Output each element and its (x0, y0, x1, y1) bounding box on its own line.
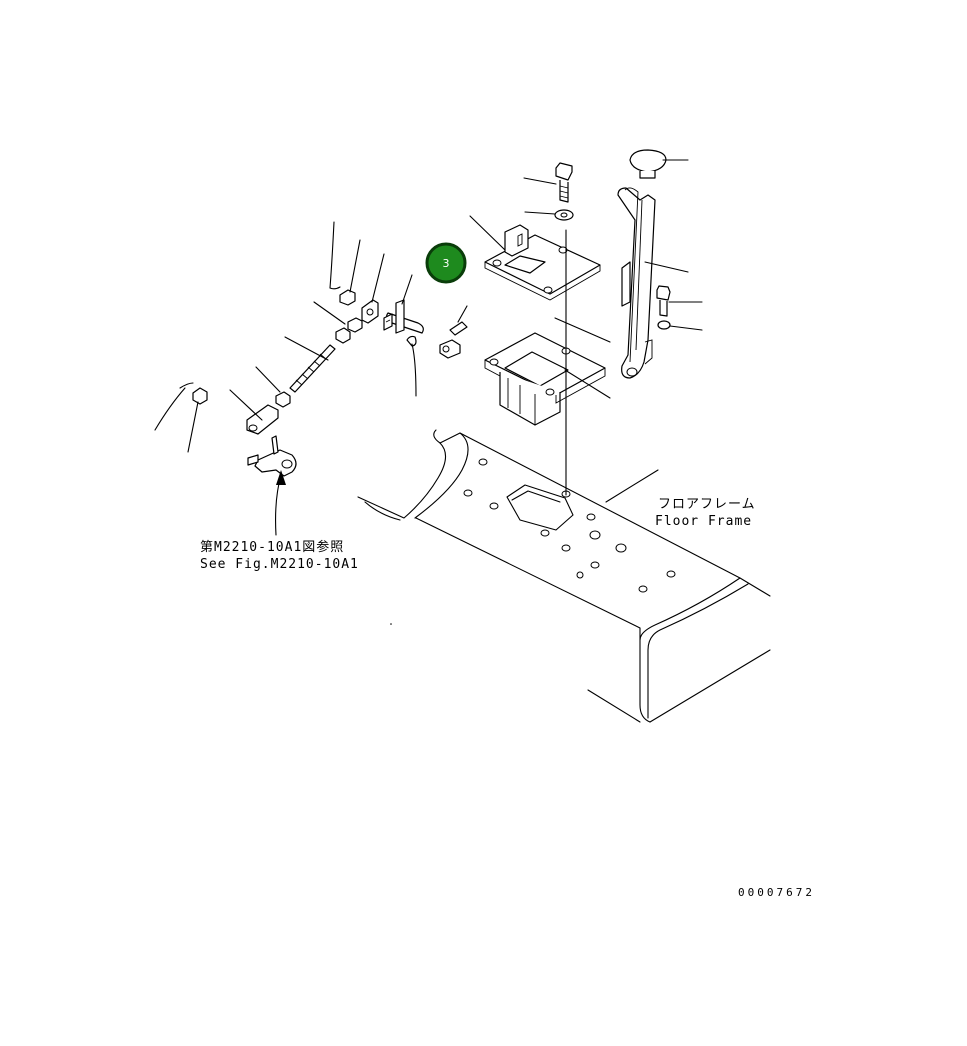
frame-hole (561, 544, 571, 552)
frame-hole (540, 529, 550, 537)
frame-hole (576, 571, 584, 579)
frame-hole (615, 543, 627, 553)
console-box (484, 332, 606, 426)
badge-circle[interactable] (425, 242, 467, 284)
reference-label-jp: 第M2210-10A1図参照 (200, 539, 344, 555)
shift-lever (617, 187, 656, 379)
badge-number: 3 (443, 257, 450, 270)
linkage (192, 289, 468, 477)
cover-plate (484, 224, 601, 301)
reference-label-en: See Fig.M2210-10A1 (200, 557, 359, 572)
washer-side (657, 320, 671, 330)
floor-frame-label-jp: フロアフレーム (658, 497, 756, 512)
stray-mark (390, 623, 392, 625)
reference-arrow (275, 470, 286, 536)
bolt-top (555, 162, 573, 203)
frame-hole (589, 530, 601, 540)
callout-badge-3[interactable]: 3 (425, 242, 467, 284)
frame-hole (638, 585, 648, 593)
frame-hole (478, 458, 488, 466)
frame-hole (666, 570, 676, 578)
floor-frame (357, 429, 771, 723)
frame-hole (586, 513, 596, 521)
lever-knob (629, 149, 667, 179)
floor-frame-label-en: Floor Frame (655, 514, 752, 529)
frame-hole (489, 502, 499, 510)
frame-hole (590, 561, 600, 569)
frame-hole (463, 489, 473, 497)
bolt-side (656, 285, 671, 317)
drawing-number: 00007672 (738, 886, 815, 899)
leader-lines (154, 159, 703, 453)
